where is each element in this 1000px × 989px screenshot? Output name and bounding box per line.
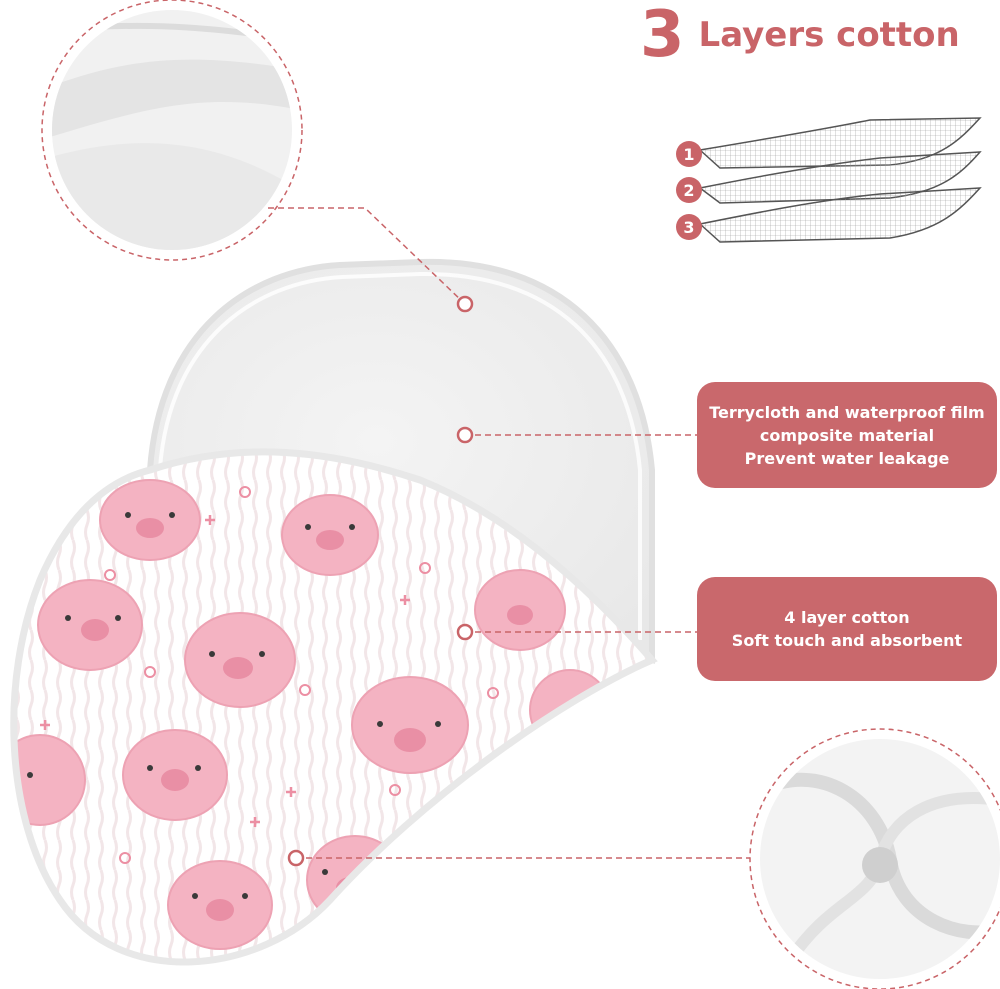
layer-2-badge: 2 [676,177,702,203]
cotton-callout: 4 layer cotton Soft touch and absorbent [697,577,997,681]
cotton-line-2: Soft touch and absorbent [731,631,963,650]
headline-text: Layers cotton [698,15,960,55]
terrycloth-line-2: composite material [759,425,935,445]
headline-number: 3 [640,0,685,72]
cotton-line-1: 4 layer cotton [784,608,910,627]
layer-1-badge: 1 [676,141,702,167]
terrycloth-line-3: Prevent water leakage [744,448,950,468]
terrycloth-line-1: Terrycloth and waterproof film [709,402,985,422]
terrycloth-callout: Terrycloth and waterproof film composite… [697,382,997,488]
headline: 3 Layers cotton [640,0,980,70]
layer-3-badge: 3 [676,214,702,240]
